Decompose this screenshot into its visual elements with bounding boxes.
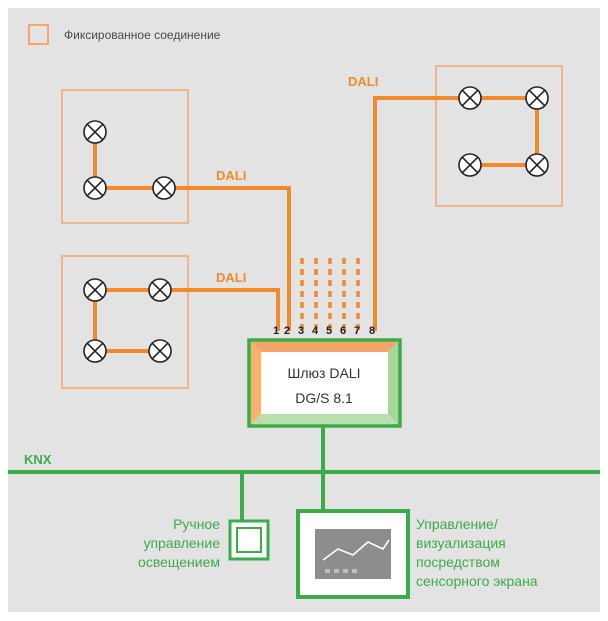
light-switch-icon <box>228 519 270 561</box>
manual-control-line: Ручное <box>173 516 220 532</box>
lamp-icon <box>83 278 107 302</box>
channel-number: 2 <box>284 325 291 337</box>
touch-panel-line: посредством <box>416 554 500 570</box>
lamp-group-bottom-left <box>61 255 189 389</box>
channel-number: 3 <box>298 325 305 337</box>
channel-number: 7 <box>354 325 361 337</box>
dali-label-lower-left: DALI <box>216 270 247 285</box>
knx-wiring <box>8 426 600 521</box>
lamp-icon <box>83 176 107 200</box>
lamp-icon <box>83 339 107 363</box>
touch-panel-line: Управление/ <box>416 516 498 532</box>
diagram-graphics <box>8 24 600 599</box>
lamp-icon <box>458 153 482 177</box>
channel-number: 4 <box>312 325 319 337</box>
touch-panel-line: визуализация <box>416 535 506 551</box>
dali-label-middle-left: DALI <box>216 168 247 183</box>
gateway-model: DG/S 8.1 <box>295 390 353 406</box>
manual-control-line: управление <box>143 535 220 551</box>
channel-number: 6 <box>340 325 347 337</box>
legend-label: Фиксированное соединение <box>64 28 221 42</box>
knx-bus-label: KNX <box>24 452 52 467</box>
legend-swatch <box>28 24 49 45</box>
lamp-icon <box>525 153 549 177</box>
channel-number: 5 <box>326 325 333 337</box>
lamp-icon <box>152 176 176 200</box>
lamp-icon <box>148 339 172 363</box>
diagram-canvas: Фиксированное соединение DALI DALI DALI … <box>8 8 600 612</box>
lamp-icon <box>83 120 107 144</box>
lamp-icon <box>525 86 549 110</box>
channel-number: 8 <box>369 325 376 337</box>
lamp-group-right <box>435 65 563 207</box>
manual-control-label: Ручное управление освещением <box>120 515 220 572</box>
manual-control-line: освещением <box>138 554 220 570</box>
unused-channels <box>300 258 360 331</box>
touch-panel-line: сенсорного экрана <box>416 573 538 589</box>
touch-panel-icon <box>296 509 410 599</box>
gateway-name: Шлюз DALI <box>287 365 361 381</box>
lamp-icon <box>458 86 482 110</box>
touch-panel-label: Управление/ визуализация посредством сен… <box>416 515 596 591</box>
lamp-icon <box>148 278 172 302</box>
lamp-group-top-left <box>61 89 189 224</box>
dali-label-top-right: DALI <box>348 74 379 89</box>
channel-number: 1 <box>273 325 280 337</box>
dali-gateway <box>247 338 402 428</box>
